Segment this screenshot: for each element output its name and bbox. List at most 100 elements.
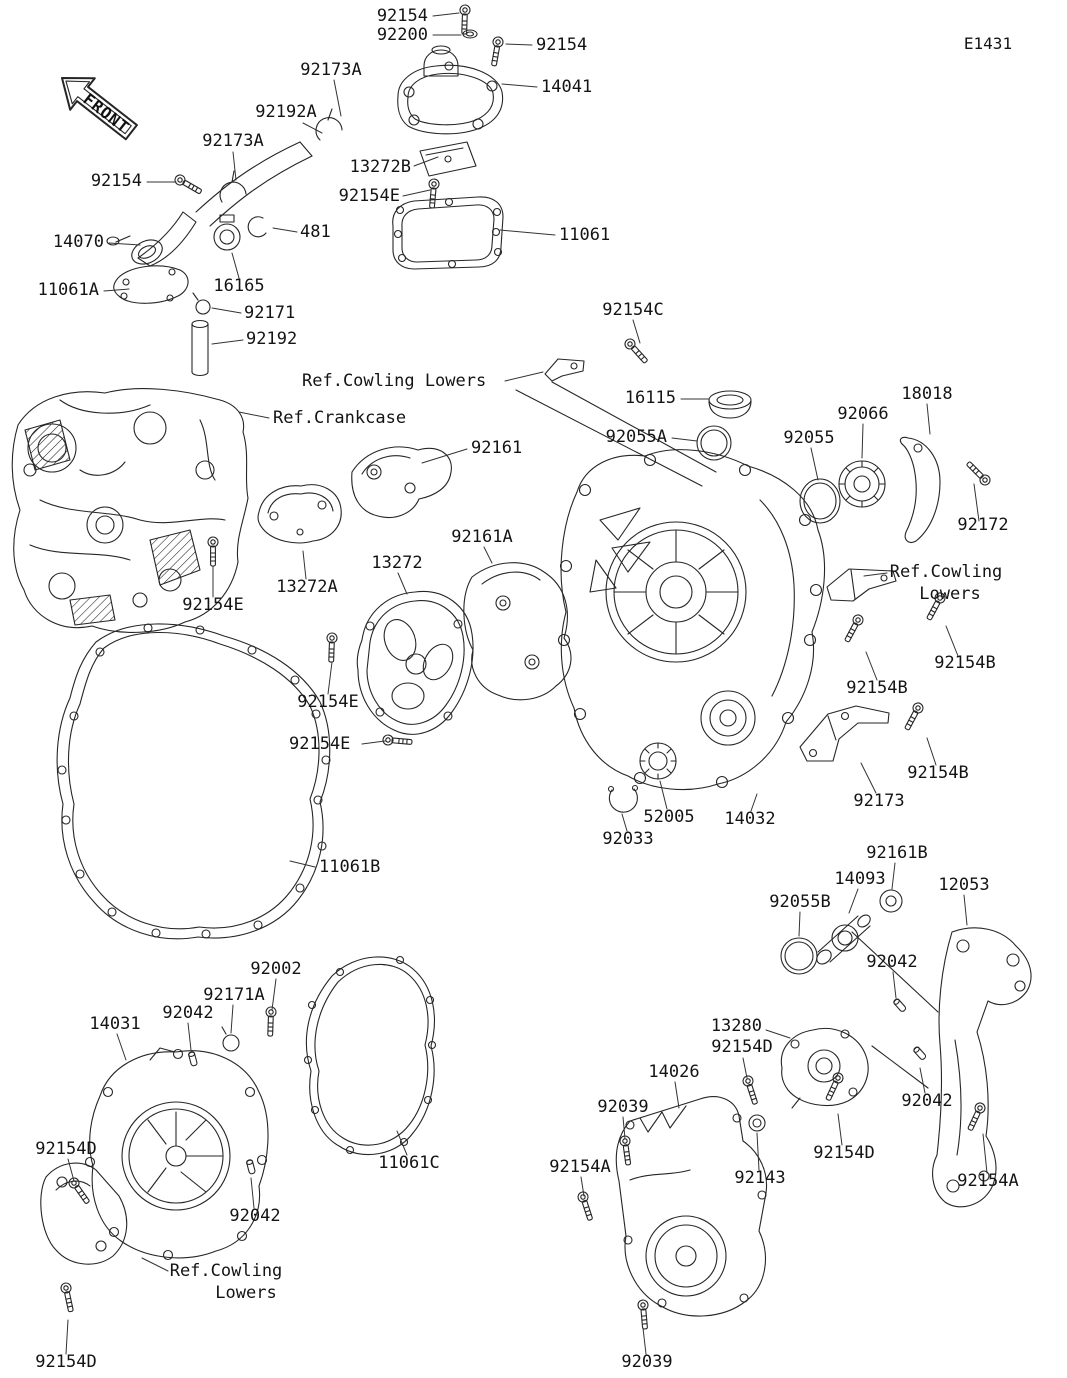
filler-cap-92066-art (838, 460, 886, 508)
part-label: Ref.Cowling (170, 1261, 283, 1281)
leader-line (742, 1057, 748, 1079)
leader-line (750, 793, 758, 812)
part-label: 92154E (339, 186, 400, 206)
leader-line (211, 307, 242, 314)
leader-line (211, 339, 244, 345)
part-label: 92143 (734, 1168, 785, 1188)
part-label: 13272B (350, 157, 411, 177)
part-label: 92161B (866, 843, 927, 863)
leader-line (622, 1116, 626, 1140)
leader-line (232, 151, 237, 181)
leader-line (671, 437, 698, 442)
part-label: 481 (300, 222, 331, 242)
part-label: 92172 (957, 515, 1008, 535)
pin-icon (187, 1050, 199, 1067)
leader-line (837, 1113, 843, 1146)
leader-line (103, 288, 130, 292)
part-label: 92042 (901, 1091, 952, 1111)
shield-92161-art (351, 446, 452, 518)
part-label: 92042 (229, 1206, 280, 1226)
part-label: 92002 (250, 959, 301, 979)
leader-line (892, 971, 897, 999)
gasket-11061-art (392, 196, 504, 270)
leader-line (982, 1133, 988, 1174)
leader-line (860, 762, 877, 794)
shield-92161A-art (463, 562, 572, 701)
part-label: 16115 (625, 388, 676, 408)
bolt-icon (382, 734, 413, 748)
part-label: 92154E (297, 692, 358, 712)
leader-line (674, 1081, 680, 1109)
part-label: 92055A (606, 427, 667, 447)
bolt-icon (576, 1190, 596, 1222)
leader-line (945, 625, 959, 657)
leader-line (659, 780, 668, 810)
oring-92055A-art (696, 425, 732, 461)
bolt-icon (66, 1175, 93, 1207)
chain-cover-14026-art (615, 1096, 768, 1317)
leader-line (65, 1319, 69, 1355)
part-label: 52005 (643, 807, 694, 827)
plate-13272B-art (419, 141, 477, 177)
part-label: 92154D (35, 1352, 96, 1372)
leader-line (413, 156, 439, 167)
fasteners-art (59, 4, 993, 1330)
bolt-icon (901, 700, 926, 733)
part-label: 92154 (91, 171, 142, 191)
leader-line (302, 550, 307, 580)
bolt-icon (264, 1006, 277, 1037)
part-label: 92171 (244, 303, 295, 323)
part-label: 92039 (597, 1097, 648, 1117)
part-label: Ref.Crankcase (273, 408, 406, 428)
leader-line (580, 1176, 585, 1197)
bolt-icon (637, 1299, 651, 1330)
part-label: 11061A (38, 280, 99, 300)
part-label: 92154 (377, 6, 428, 26)
gear-52005-art (639, 742, 677, 780)
part-label: 14026 (648, 1062, 699, 1082)
leader-line (289, 860, 316, 868)
leader-line (361, 740, 386, 745)
part-label: 13280 (711, 1016, 762, 1036)
part-label: 92154B (907, 763, 968, 783)
part-label: 92154C (602, 300, 663, 320)
oring-92055-art (799, 478, 841, 524)
part-label: Ref.Cowling Lowers (302, 371, 486, 391)
part-label: 92171A (203, 985, 264, 1005)
breather-cover-14041-art (397, 29, 504, 135)
housing-13280-art (780, 1028, 869, 1109)
part-label: 92039 (621, 1352, 672, 1372)
part-label: 11061C (378, 1153, 439, 1173)
bolt-icon (172, 172, 204, 197)
part-label: 14031 (89, 1014, 140, 1034)
leader-line (642, 1327, 647, 1355)
shaft-14093-art (816, 914, 939, 1089)
part-label: 92033 (602, 829, 653, 849)
front-label: FRONT (79, 89, 133, 137)
circlip-92033-art (607, 784, 639, 813)
pulser-cover-14031-art (84, 1047, 269, 1261)
leader-line (483, 546, 493, 564)
part-label: 92161A (451, 527, 512, 547)
part-label: 14093 (834, 869, 885, 889)
leader-line (798, 911, 801, 937)
bolt-icon (618, 1134, 634, 1167)
pin-icon (245, 1158, 257, 1175)
leader-line (396, 1130, 408, 1156)
part-label: 92161 (471, 438, 522, 458)
gasket-11061C-art (303, 955, 437, 1156)
leader-line (302, 122, 323, 134)
leader-line (67, 1158, 75, 1182)
stay-bracket-right-art (826, 568, 897, 602)
part-label: 11061 (559, 225, 610, 245)
bolt-icon (325, 632, 338, 663)
part-label: 92042 (866, 952, 917, 972)
oring-92055B-art (780, 937, 818, 975)
part-label: 13272A (276, 577, 337, 597)
part-label: 92154D (711, 1037, 772, 1057)
part-label: 92154B (846, 678, 907, 698)
leader-line (861, 423, 864, 459)
part-label: 92066 (837, 404, 888, 424)
leader-line (919, 1067, 926, 1094)
part-label: 92055 (783, 428, 834, 448)
